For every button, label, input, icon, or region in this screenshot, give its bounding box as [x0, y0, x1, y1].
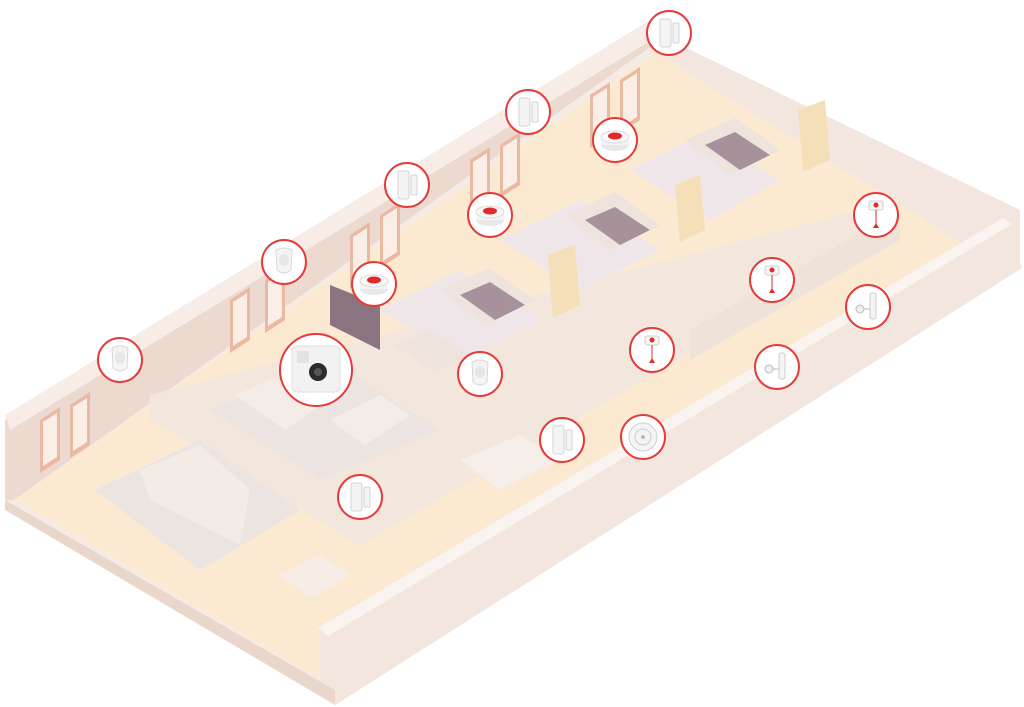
- bed-blanket: [460, 282, 525, 320]
- back-wall: [5, 25, 660, 500]
- bed-blanket: [705, 132, 770, 170]
- pull-cord-icon: [644, 335, 660, 363]
- right-wall: [655, 35, 1020, 270]
- emergency-button-icon: [359, 274, 389, 295]
- front-wall-top: [318, 218, 1012, 636]
- dining-table: [460, 435, 560, 490]
- door-sensor-icon: [518, 97, 539, 127]
- door-sensor-icon: [397, 170, 418, 200]
- window-pane: [268, 273, 282, 326]
- bathroom-wall: [690, 210, 900, 360]
- back-wall-top: [5, 20, 660, 430]
- reception-desk: [140, 445, 250, 545]
- door-sensor-device[interactable]: [646, 10, 692, 56]
- flood-sensor-icon: [764, 352, 786, 380]
- emergency-button-icon: [600, 130, 630, 151]
- emergency-button-device[interactable]: [592, 117, 638, 163]
- bedroom-rug-3: [630, 135, 780, 220]
- bed: [395, 330, 470, 372]
- door-sensor-device[interactable]: [505, 89, 551, 135]
- emergency-button-device[interactable]: [467, 192, 513, 238]
- coffee-table: [280, 555, 350, 598]
- door-sensor-icon: [350, 482, 371, 512]
- pull-cord-icon: [868, 200, 884, 228]
- wardrobe: [548, 245, 580, 318]
- pull-cord-device[interactable]: [749, 257, 795, 303]
- door-sensor-icon: [659, 18, 680, 48]
- window-pane: [43, 413, 57, 466]
- motion-sensor-icon: [275, 247, 293, 274]
- window-pane: [73, 398, 87, 451]
- left-wall: [5, 500, 335, 705]
- wardrobe: [798, 100, 830, 172]
- emergency-button-device[interactable]: [351, 261, 397, 307]
- building: [5, 20, 1022, 705]
- device-ring: [845, 284, 891, 330]
- flood-sensor-icon: [855, 292, 877, 320]
- window-pane: [473, 153, 487, 206]
- pull-cord-device[interactable]: [629, 327, 675, 373]
- pull-cord-icon: [764, 265, 780, 293]
- smoke-detector-icon: [628, 422, 658, 452]
- window-pane: [383, 208, 397, 261]
- flood-sensor-device[interactable]: [845, 284, 891, 330]
- hub-icon: [291, 345, 341, 393]
- bedroom-rug-2: [500, 200, 660, 290]
- sofa: [235, 378, 320, 430]
- window-pane: [233, 293, 247, 346]
- window-pane: [503, 138, 517, 191]
- devices: [97, 10, 899, 520]
- flood-sensor-device[interactable]: [754, 344, 800, 390]
- door-sensor-device[interactable]: [539, 417, 585, 463]
- device-ring: [754, 344, 800, 390]
- motion-sensor-device[interactable]: [97, 337, 143, 383]
- emergency-button-icon: [475, 205, 505, 226]
- door-sensor-device[interactable]: [384, 162, 430, 208]
- sofa: [330, 395, 410, 445]
- bedroom-rug-1: [380, 270, 540, 360]
- bed-blanket: [585, 207, 650, 245]
- motion-sensor-icon: [111, 345, 129, 372]
- motion-sensor-device[interactable]: [261, 239, 307, 285]
- window-pane: [623, 73, 637, 126]
- door-sensor-device[interactable]: [337, 474, 383, 520]
- motion-sensor-icon: [471, 359, 489, 386]
- front-wall: [320, 220, 1022, 705]
- wardrobe: [675, 175, 705, 242]
- pull-cord-device[interactable]: [853, 192, 899, 238]
- smoke-detector-device[interactable]: [620, 414, 666, 460]
- motion-sensor-device[interactable]: [457, 351, 503, 397]
- door-sensor-icon: [552, 425, 573, 455]
- hub-device[interactable]: [279, 333, 353, 407]
